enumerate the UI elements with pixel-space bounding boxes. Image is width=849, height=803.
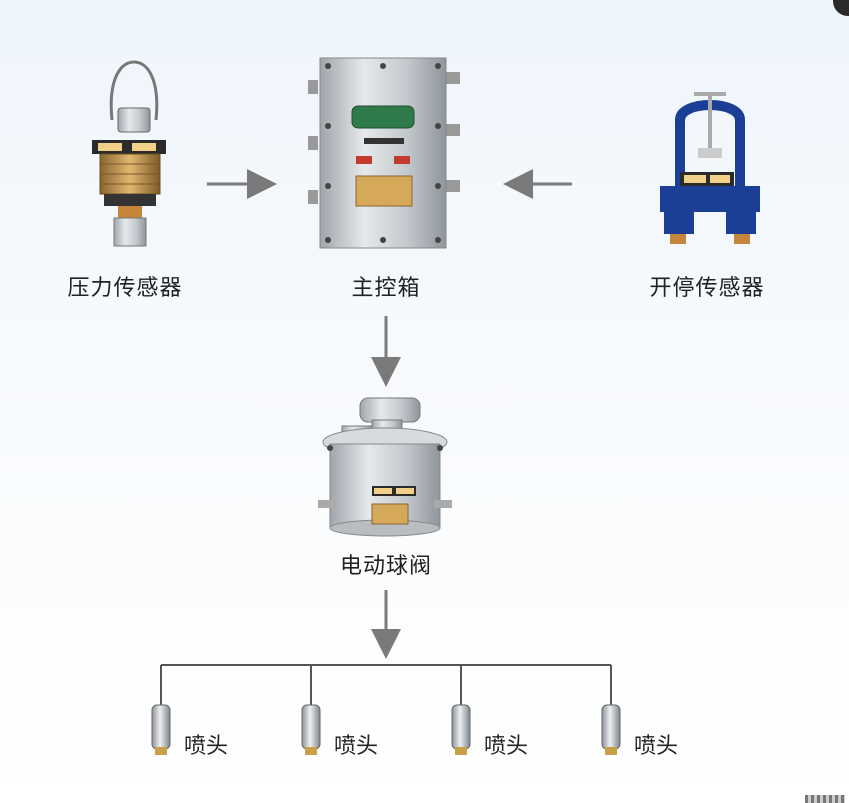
electric-ball-valve-label: 电动球阀 bbox=[339, 554, 433, 579]
corner-decoration bbox=[805, 795, 845, 803]
control-box-icon bbox=[308, 57, 460, 249]
corner-decoration bbox=[833, 0, 849, 16]
nozzle-label: 喷头 bbox=[634, 734, 679, 759]
nozzle-icon bbox=[601, 704, 621, 755]
nozzle-icon bbox=[301, 704, 321, 755]
pressure-sensor-icon bbox=[92, 60, 166, 247]
nozzle-label: 喷头 bbox=[334, 734, 379, 759]
start-stop-sensor-icon bbox=[660, 92, 760, 244]
nozzle-label: 喷头 bbox=[184, 734, 229, 759]
start-stop-sensor-label: 开停传感器 bbox=[649, 276, 765, 301]
pressure-sensor-label: 压力传感器 bbox=[67, 276, 183, 301]
main-control-box-label: 主控箱 bbox=[351, 276, 421, 301]
ball-valve-icon bbox=[318, 397, 452, 537]
nozzle-icon bbox=[151, 704, 171, 755]
nozzle-icon bbox=[451, 704, 471, 755]
distribution-pipe bbox=[160, 664, 612, 705]
nozzle-label: 喷头 bbox=[484, 734, 529, 759]
